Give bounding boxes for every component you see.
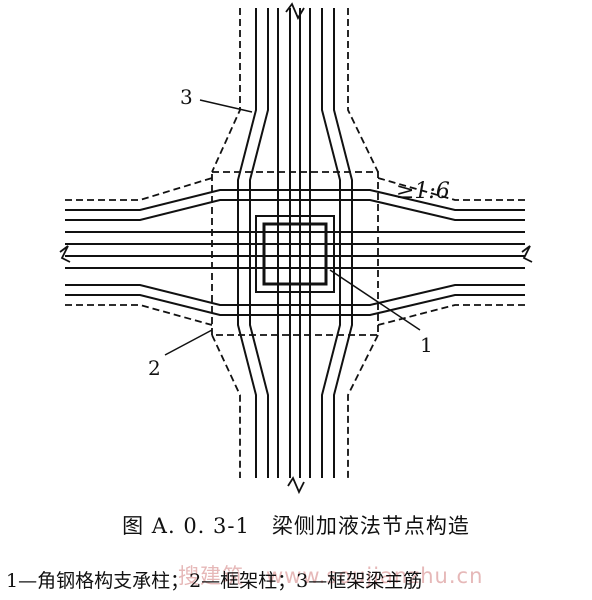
figure-legend: 1—角钢格构支承柱；2—框架柱；3—框架梁主筋 — [6, 570, 423, 592]
leader-lines — [164, 99, 421, 356]
label-3: 3 — [180, 85, 193, 109]
horizontal-beam-outline — [65, 177, 525, 326]
slope-label: ≥1:6 — [396, 179, 450, 204]
label-2: 2 — [148, 356, 161, 380]
figure-caption: 图 A. 0. 3-1 梁侧加液法节点构造 — [122, 514, 470, 538]
lattice-support-column — [255, 215, 335, 293]
label-1: 1 — [420, 333, 433, 357]
frame-column-outline — [211, 171, 379, 336]
horizontal-rebars — [65, 189, 525, 316]
break-marks — [59, 2, 533, 495]
watermark: 搜建筑 www.soujianzhu.cn — [178, 564, 484, 588]
